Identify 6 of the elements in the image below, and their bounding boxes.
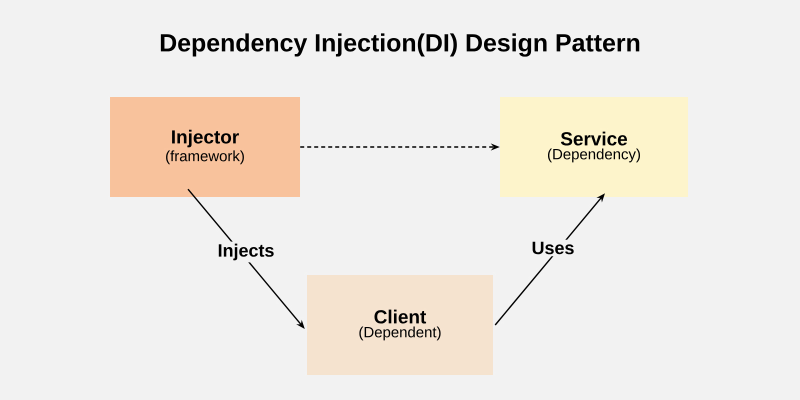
process-box: Service (Dependency) <box>500 97 688 197</box>
edge-label: Uses <box>530 240 576 256</box>
process-box: Injector (framework) <box>110 97 300 197</box>
edge-label: Injects <box>216 242 276 262</box>
title: Dependency Injection(DI) Design Pattern <box>160 33 640 57</box>
process-box: Client (Dependent) <box>307 275 493 375</box>
